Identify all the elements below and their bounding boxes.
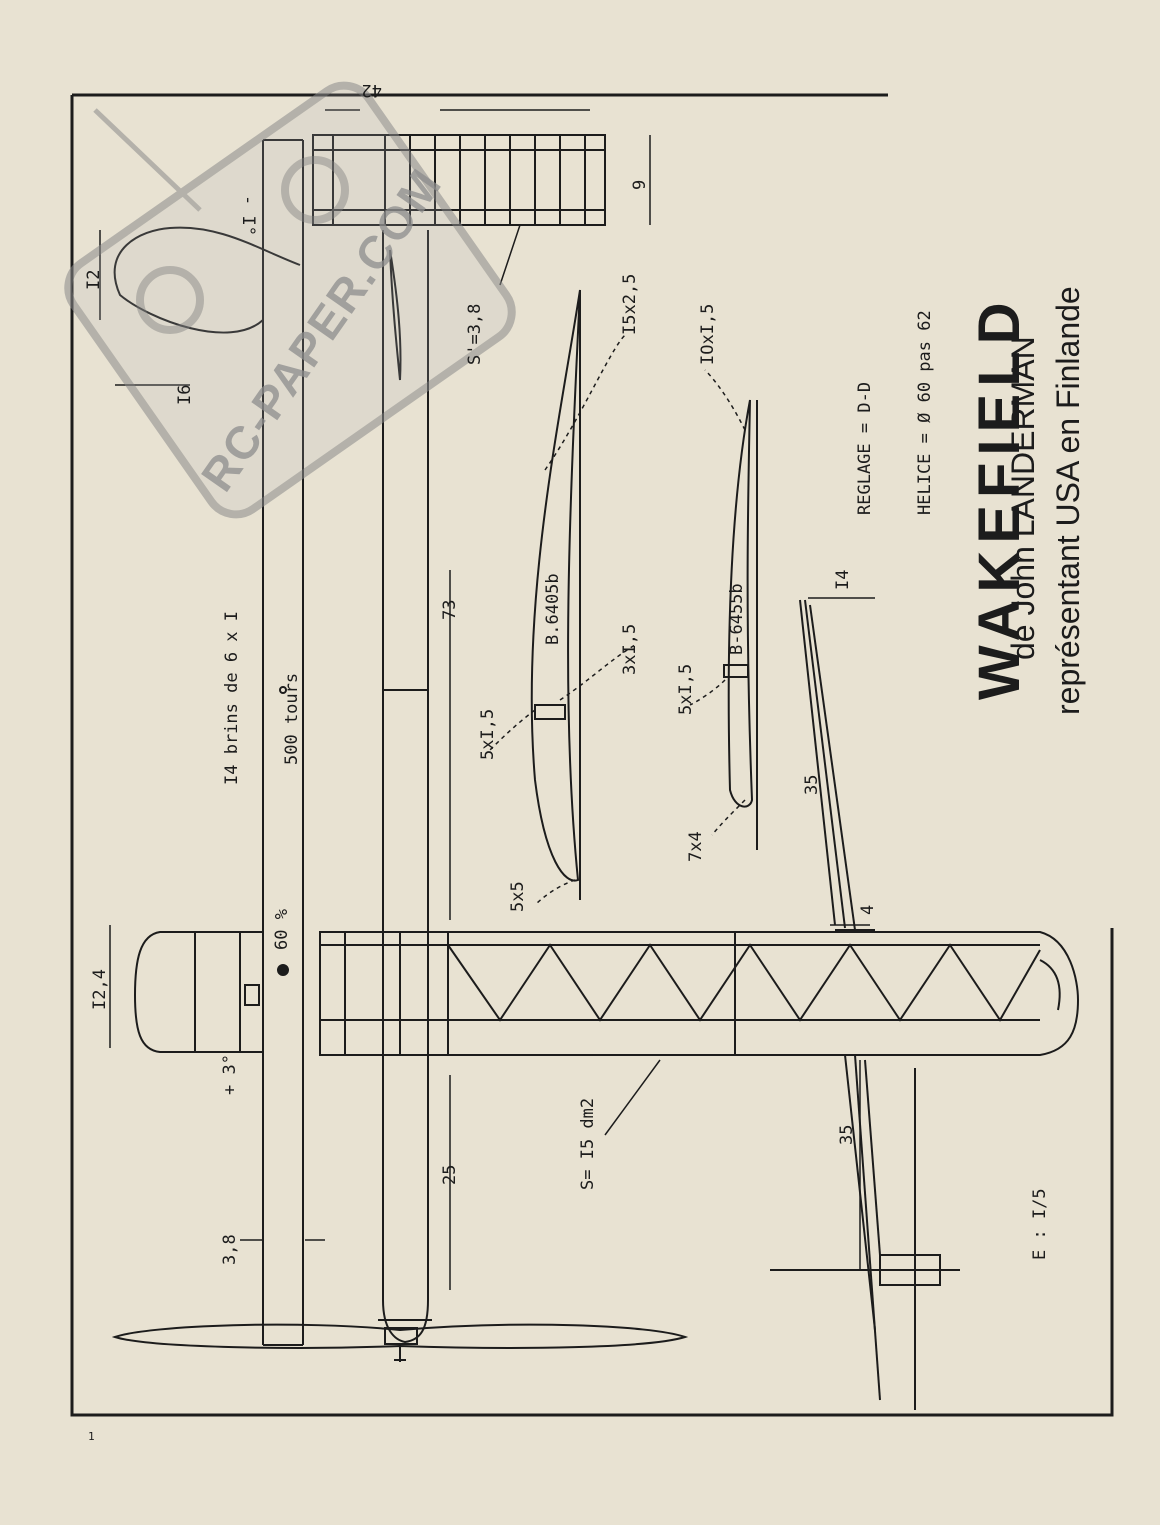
fuselage-length-label: 73 — [440, 599, 460, 620]
tail-side-view — [770, 599, 960, 1410]
spar-stab-label: 5xI,5 — [676, 663, 696, 715]
le-wing-label: 5x5 — [508, 881, 528, 912]
stab-section-label: B-6455b — [727, 583, 747, 655]
wing-area-label: S= I5 dm2 — [578, 1097, 598, 1190]
wing-plan — [319, 931, 1080, 1056]
stab-span-label: 42 — [361, 80, 382, 100]
reglage-line: REGLAGE = D-D — [855, 381, 875, 515]
nose-length-label: 25 — [440, 1164, 460, 1185]
tail-height-label: I4 — [833, 569, 853, 590]
fuselage-side-view — [378, 230, 432, 1344]
fin-height-label: I2 — [84, 269, 104, 290]
fuselage-top-view — [262, 139, 304, 1346]
stab-angle-label: - I° — [238, 195, 258, 236]
spar-wing-top-label: 3xI,5 — [620, 623, 640, 675]
motor-line-1: I4 brins de 6 x I — [222, 611, 242, 785]
watermark-stamp — [64, 81, 516, 519]
stab-area-label: S'=3,8 — [465, 303, 485, 365]
wing-angle-label: + 3° — [220, 1054, 240, 1095]
spar-wing-bottom-label: 5xI,5 — [478, 708, 498, 760]
plan-frame — [70, 93, 1114, 1417]
wing-section-label: B.6405b — [543, 573, 563, 645]
motor-line-2: 500 tours — [282, 672, 302, 765]
te-stab-label: IOxI,5 — [698, 303, 718, 365]
wing-tip — [133, 931, 263, 1053]
page-number: 1 — [88, 1430, 95, 1443]
te-wing-label: I5x2,5 — [620, 273, 640, 335]
side-length-upper-label: 35 — [802, 774, 822, 795]
stab-chord-label: 9 — [630, 179, 650, 190]
side-small-label: 4 — [858, 904, 878, 915]
author-line: de John LANDERMAN — [1005, 336, 1041, 660]
le-stab-label: 7x4 — [686, 831, 706, 862]
motor-rubber-label: I4 brins de 6 x I 500 tours — [182, 611, 322, 785]
wing-rib — [530, 289, 581, 882]
fin-width-label: I6 — [175, 384, 195, 405]
fuselage-width-label: 3,8 — [220, 1234, 240, 1265]
side-length-lower-label: 35 — [837, 1124, 857, 1145]
stab-rib — [727, 399, 754, 808]
country-line: représentant USA en Finlande — [1050, 286, 1086, 715]
cg-label: 60 % — [272, 909, 292, 950]
wing-tip-label: I2,4 — [90, 969, 110, 1010]
scale-label: E : I/5 — [1030, 1188, 1050, 1260]
fin-outline — [113, 226, 301, 334]
dimension-lines — [99, 109, 875, 1290]
